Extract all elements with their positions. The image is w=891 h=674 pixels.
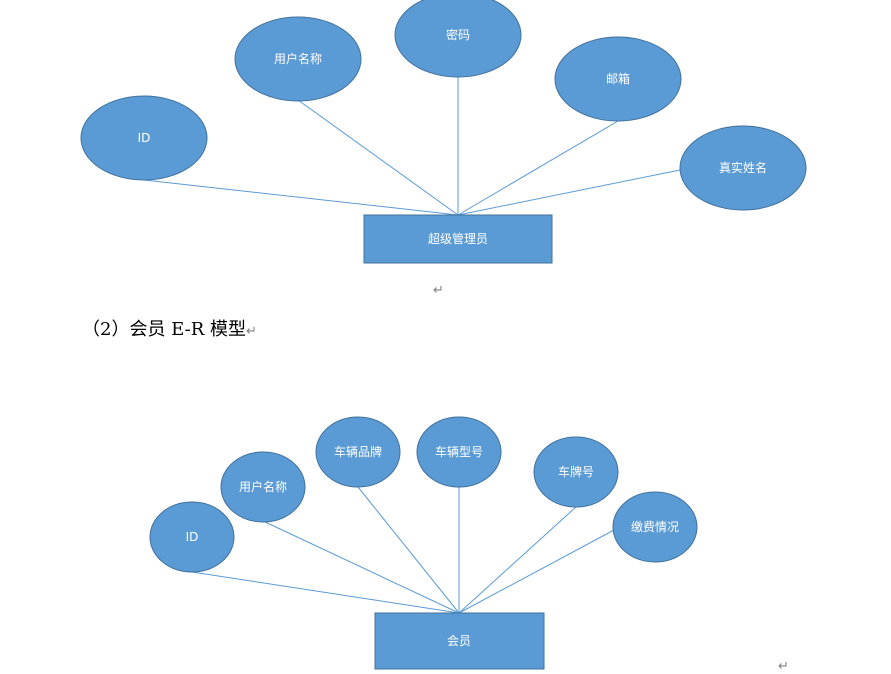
d2-connector-username: [262, 520, 460, 614]
d2-attr-plate-label: 车牌号: [558, 464, 594, 479]
d1-entity-label: 超级管理员: [428, 231, 488, 246]
section-title-text: （2）会员 E-R 模型: [82, 319, 247, 340]
diagram2-attribute-username: 用户名称: [220, 451, 306, 523]
d1-attr-password-label: 密码: [446, 27, 470, 42]
d1-connector-realname: [457, 169, 681, 216]
diagram2-attribute-id: ID: [149, 501, 235, 573]
d2-attr-username-label: 用户名称: [239, 479, 287, 494]
diagram1-attribute-id: ID: [80, 95, 208, 181]
diagram2-attribute-payment: 缴费情况: [612, 491, 698, 563]
diagram1-connectors: [143, 77, 681, 216]
d1-attr-username-label: 用户名称: [274, 51, 322, 66]
diagram2-attribute-model: 车辆型号: [416, 416, 502, 488]
d2-attr-payment-label: 缴费情况: [631, 519, 679, 534]
d2-entity-label: 会员: [447, 634, 471, 648]
d1-connector-email: [457, 120, 619, 216]
paragraph-return-mark: ↵: [433, 283, 444, 298]
d1-attr-email-label: 邮箱: [606, 71, 630, 86]
d2-attr-id-label: ID: [186, 530, 199, 544]
d2-attr-model-label: 车辆型号: [435, 444, 483, 459]
paragraph-return-mark-bottom: ↵: [778, 659, 789, 674]
diagram2-attribute-brand: 车辆品牌: [315, 416, 401, 488]
d2-connector-id: [191, 571, 460, 614]
diagram1-attribute-username: 用户名称: [234, 16, 362, 102]
d1-connector-username: [297, 99, 459, 216]
d2-connector-brand: [357, 486, 460, 614]
d2-connector-payment: [458, 529, 615, 614]
diagram1-entity-super-admin: 超级管理员: [363, 214, 553, 264]
diagram1-attribute-email: 邮箱: [554, 36, 682, 122]
d2-attr-brand-label: 车辆品牌: [334, 444, 382, 459]
d2-connector-plate: [458, 506, 577, 614]
diagram1-attribute-password: 密码: [394, 0, 522, 78]
diagram2-entity-member: 会员: [374, 612, 545, 670]
d1-attr-id-label: ID: [138, 131, 151, 145]
diagram2-attribute-plate: 车牌号: [533, 436, 619, 508]
title-return-mark: ↵: [246, 324, 257, 339]
d1-attr-realname-label: 真实姓名: [719, 160, 767, 175]
diagram1-attribute-realname: 真实姓名: [679, 125, 807, 211]
diagram2-connectors: [191, 486, 615, 614]
d1-connector-id: [143, 179, 459, 216]
section-title: （2）会员 E-R 模型↵: [82, 315, 257, 341]
